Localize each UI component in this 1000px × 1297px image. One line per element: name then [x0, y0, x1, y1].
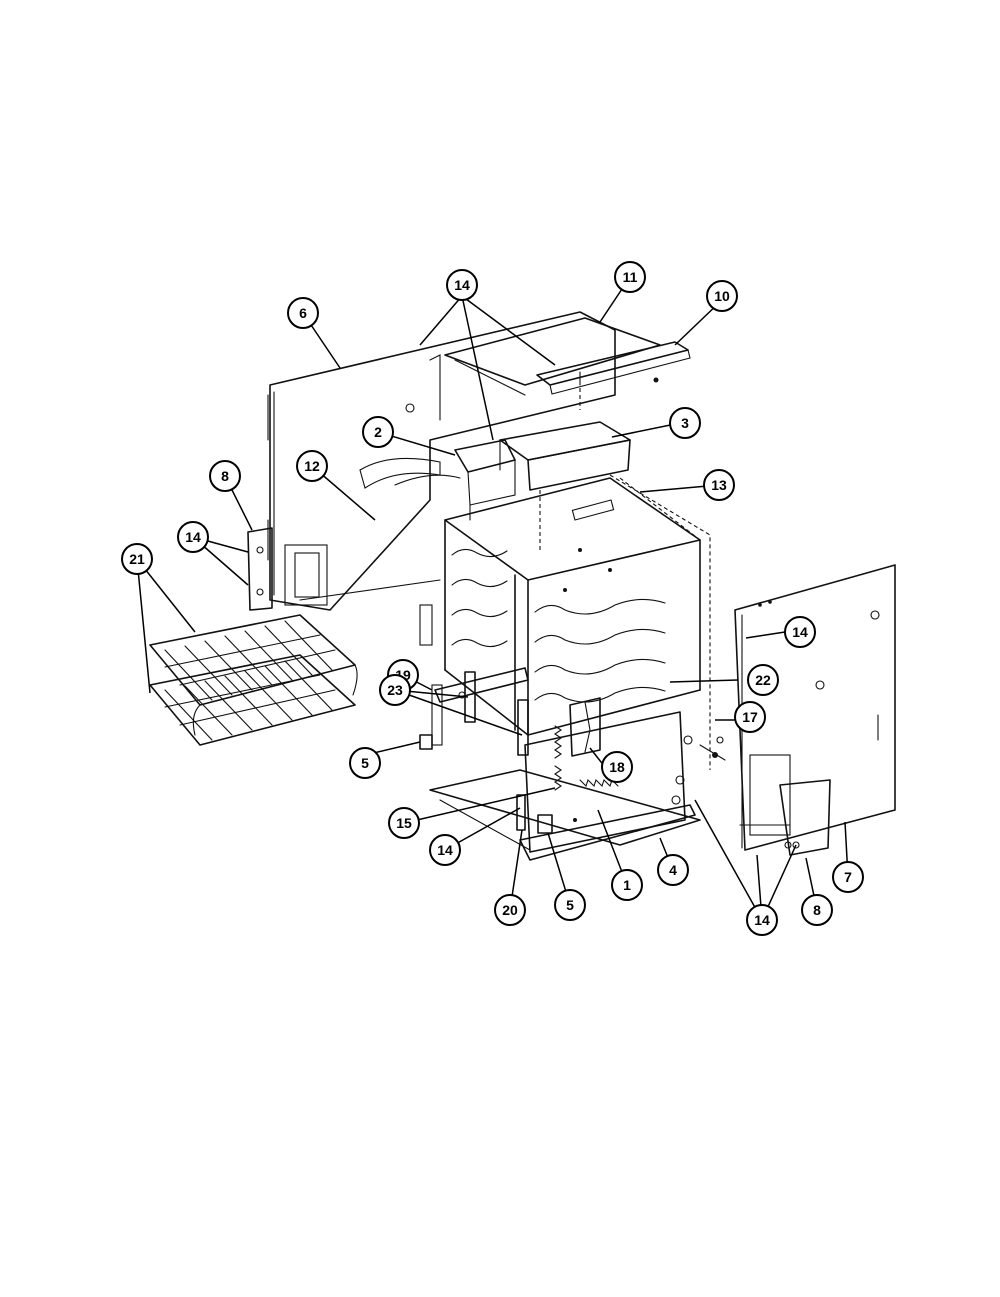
- part-21-oven-racks: [149, 614, 358, 746]
- callout-14-bottom-right: 14: [746, 904, 778, 936]
- svg-text:5: 5: [566, 897, 574, 913]
- part-1-spring: [579, 778, 619, 788]
- part-8-hinge-bracket-right: [779, 779, 831, 856]
- svg-text:20: 20: [502, 902, 518, 918]
- svg-text:14: 14: [437, 842, 453, 858]
- svg-text:5: 5: [361, 755, 369, 771]
- callout-23: 23: [379, 674, 411, 706]
- part-18-bracket: [569, 697, 601, 757]
- callout-8-right: 8: [801, 894, 833, 926]
- svg-text:4: 4: [669, 862, 677, 878]
- part-12-oven-cavity: [419, 477, 701, 736]
- callout-11: 11: [614, 261, 646, 293]
- callout-5-left: 5: [349, 747, 381, 779]
- callout-20: 20: [494, 894, 526, 926]
- svg-text:21: 21: [129, 551, 145, 567]
- callout-14-top: 14: [446, 269, 478, 301]
- callout-7: 7: [832, 861, 864, 893]
- svg-text:23: 23: [387, 682, 403, 698]
- rack-wires: [164, 620, 336, 741]
- part-4-bottom-tray: [429, 769, 701, 861]
- callout-15: 15: [388, 807, 420, 839]
- svg-text:22: 22: [755, 672, 771, 688]
- part-10-top-trim: [536, 341, 691, 410]
- svg-text:2: 2: [374, 424, 382, 440]
- svg-text:14: 14: [185, 529, 201, 545]
- part-7-side-panel: [734, 564, 896, 851]
- svg-text:15: 15: [396, 815, 412, 831]
- svg-text:6: 6: [299, 305, 307, 321]
- svg-text:14: 14: [792, 624, 808, 640]
- svg-text:12: 12: [304, 458, 320, 474]
- svg-text:7: 7: [844, 869, 852, 885]
- callout-17: 17: [734, 701, 766, 733]
- callout-14-right: 14: [784, 616, 816, 648]
- callout-10: 10: [706, 280, 738, 312]
- svg-text:14: 14: [454, 277, 470, 293]
- part-8-hinge-bracket-left: [247, 527, 273, 611]
- svg-text:17: 17: [742, 709, 758, 725]
- svg-text:8: 8: [813, 902, 821, 918]
- callout-3: 3: [669, 407, 701, 439]
- callout-6: 6: [287, 297, 319, 329]
- part-13-side-panel-dashed: [609, 474, 711, 770]
- callout-22: 22: [747, 664, 779, 696]
- callout-13: 13: [703, 469, 735, 501]
- callout-18: 18: [601, 751, 633, 783]
- svg-text:18: 18: [609, 759, 625, 775]
- part-20-pin: [516, 794, 526, 831]
- part-17-bottom-panel: [524, 711, 726, 853]
- callout-8-left: 8: [209, 460, 241, 492]
- callout-4: 4: [657, 854, 689, 886]
- svg-text:1: 1: [623, 877, 631, 893]
- callout-2: 2: [362, 416, 394, 448]
- part-3-vent-duct: [499, 421, 631, 491]
- part-19-left-rail: [431, 667, 529, 746]
- part-15-spring: [554, 725, 562, 791]
- part-11-top-panel: [444, 317, 661, 396]
- oven-rack-guides-left: [451, 548, 508, 648]
- svg-text:11: 11: [623, 269, 638, 285]
- callout-21: 21: [121, 543, 153, 575]
- part-23-support-brackets: [464, 671, 529, 756]
- svg-text:3: 3: [681, 415, 689, 431]
- part-6-rear-panel: [267, 311, 616, 611]
- callout-5-bottom: 5: [554, 889, 586, 921]
- callout-1: 1: [611, 869, 643, 901]
- svg-text:8: 8: [221, 468, 229, 484]
- callout-14-left: 14: [177, 521, 209, 553]
- svg-text:14: 14: [754, 912, 770, 928]
- part-5-clip-left: [419, 734, 433, 750]
- part-2-duct: [454, 439, 541, 550]
- oven-rack-guides-right: [534, 598, 666, 703]
- callout-12: 12: [296, 450, 328, 482]
- part-5-clip-right: [537, 814, 553, 834]
- svg-text:13: 13: [711, 477, 727, 493]
- svg-text:10: 10: [714, 288, 730, 304]
- callout-14-bottom-left: 14: [429, 834, 461, 866]
